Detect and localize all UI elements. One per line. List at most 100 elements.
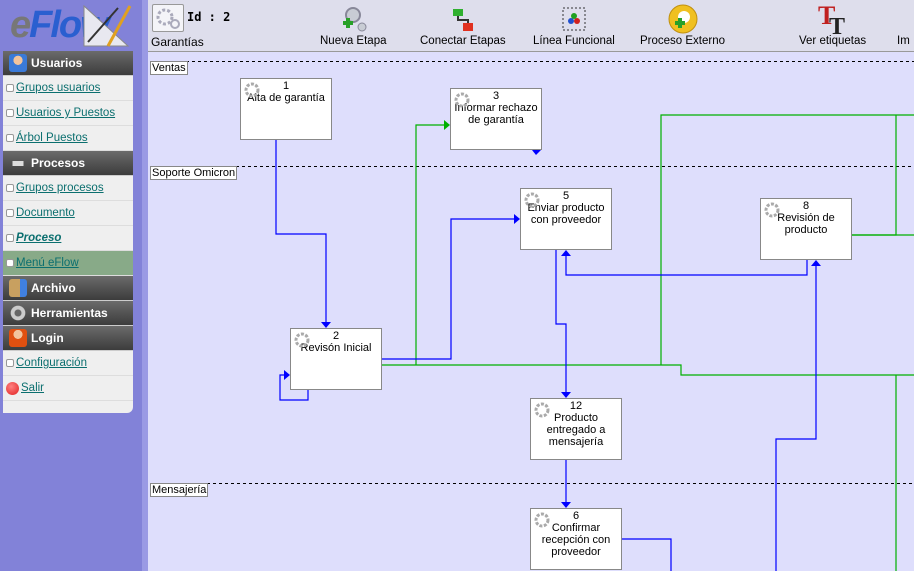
link[interactable]: Configuración bbox=[16, 357, 87, 369]
svg-text:T: T bbox=[829, 14, 845, 36]
connector bbox=[381, 364, 914, 376]
arrow-head bbox=[284, 370, 290, 380]
gear-icon[interactable] bbox=[532, 400, 552, 420]
toolbar-header: Id : 2 Garantías Nueva Etapa Conectar Et… bbox=[148, 0, 914, 52]
connector bbox=[555, 249, 567, 392]
gear-icon[interactable] bbox=[242, 80, 262, 100]
connector bbox=[775, 266, 817, 571]
link[interactable]: Proceso bbox=[16, 232, 62, 244]
menu-item-salir[interactable]: Salir bbox=[3, 376, 133, 401]
link[interactable]: Grupos procesos bbox=[16, 182, 104, 194]
arrow-head bbox=[514, 214, 520, 224]
connector bbox=[381, 218, 514, 360]
arrow-head bbox=[561, 502, 571, 508]
connector bbox=[415, 124, 444, 365]
menu-item-proceso[interactable]: Proceso bbox=[3, 226, 133, 251]
functional-line-button[interactable]: Línea Funcional bbox=[533, 3, 615, 47]
bullet-icon bbox=[6, 359, 14, 367]
connector bbox=[660, 114, 914, 365]
menu-header-login[interactable]: Login bbox=[3, 326, 133, 351]
gear-icon[interactable] bbox=[522, 190, 542, 210]
menu-item-grupos-usuarios[interactable]: Grupos usuarios bbox=[3, 76, 133, 101]
link[interactable]: Salir bbox=[21, 382, 45, 394]
process-gear-icon[interactable] bbox=[152, 4, 184, 32]
view-labels-icon: TT bbox=[818, 2, 845, 36]
link[interactable]: Documento bbox=[16, 207, 75, 219]
bullet-icon bbox=[6, 259, 14, 267]
alt-connectors bbox=[381, 114, 914, 571]
link[interactable]: Árbol Puestos bbox=[16, 132, 88, 144]
toolbar-item-truncated[interactable]: Im bbox=[897, 35, 910, 47]
arrow-head bbox=[561, 392, 571, 398]
menu-item-configuracion[interactable]: Configuración bbox=[3, 351, 133, 376]
gear-icon[interactable] bbox=[452, 90, 472, 110]
process-icon bbox=[9, 160, 27, 166]
bullet-icon bbox=[6, 234, 14, 242]
menu-item-grupos-procesos[interactable]: Grupos procesos bbox=[3, 176, 133, 201]
bullet-icon bbox=[6, 109, 14, 117]
menu-header-herramientas[interactable]: Herramientas bbox=[3, 301, 133, 326]
gear-icon[interactable] bbox=[762, 200, 782, 220]
menu-item-usuarios-puestos[interactable]: Usuarios y Puestos bbox=[3, 101, 133, 126]
process-name: Garantías bbox=[151, 35, 204, 49]
compass-icon bbox=[83, 4, 132, 47]
connector bbox=[851, 115, 897, 236]
archive-icon bbox=[9, 279, 27, 297]
new-stage-icon bbox=[343, 7, 367, 32]
gear-icon[interactable] bbox=[292, 330, 312, 350]
link[interactable]: Menú eFlow bbox=[16, 257, 79, 269]
menu-header-usuarios[interactable]: Usuarios bbox=[3, 51, 133, 76]
connectors bbox=[275, 139, 817, 571]
arrow-heads bbox=[284, 150, 821, 508]
side-menu: Usuarios Grupos usuarios Usuarios y Pues… bbox=[3, 51, 133, 413]
arrow-head bbox=[561, 250, 571, 256]
menu-item-menu-eflow[interactable]: Menú eFlow bbox=[3, 251, 133, 276]
arrow-head bbox=[321, 322, 331, 328]
arrow-head bbox=[444, 120, 450, 130]
lane-soporte-omicron: Soporte Omicron bbox=[150, 166, 238, 180]
gear-icon[interactable] bbox=[532, 510, 552, 530]
new-stage-button[interactable]: Nueva Etapa bbox=[320, 3, 387, 47]
menu-item-documento[interactable]: Documento bbox=[3, 201, 133, 226]
lane-ventas: Ventas bbox=[150, 61, 188, 75]
bullet-icon bbox=[6, 134, 14, 142]
process-id: Id : 2 bbox=[187, 10, 231, 24]
bullet-icon bbox=[6, 184, 14, 192]
connector bbox=[279, 374, 309, 401]
exit-icon bbox=[6, 381, 19, 395]
link[interactable]: Usuarios y Puestos bbox=[16, 107, 116, 119]
connect-stages-button[interactable]: Conectar Etapas bbox=[420, 3, 506, 47]
login-icon bbox=[9, 329, 27, 347]
sidebar: eFlow Usuarios Grupos usuarios Usuarios … bbox=[0, 0, 148, 571]
link[interactable]: Grupos usuarios bbox=[16, 82, 101, 94]
tools-icon bbox=[9, 304, 27, 322]
menu-header-procesos[interactable]: Procesos bbox=[3, 151, 133, 176]
menu-item-arbol-puestos[interactable]: Árbol Puestos bbox=[3, 126, 133, 151]
menu-header-archivo[interactable]: Archivo bbox=[3, 276, 133, 301]
eflow-logo: eFlow bbox=[8, 2, 133, 48]
connector bbox=[275, 139, 327, 322]
bullet-icon bbox=[6, 209, 14, 217]
lane-dividers bbox=[186, 61, 914, 484]
connector bbox=[565, 256, 808, 276]
user-icon bbox=[9, 54, 27, 72]
functional-line-icon bbox=[562, 7, 586, 31]
connect-stages-icon bbox=[452, 9, 473, 31]
lane-mensajeria: Mensajería bbox=[150, 483, 209, 497]
bullet-icon bbox=[6, 84, 14, 92]
svg-text:T: T bbox=[818, 2, 835, 30]
external-process-button[interactable]: Proceso Externo bbox=[640, 3, 725, 47]
arrow-head bbox=[532, 150, 541, 155]
arrow-head bbox=[811, 260, 821, 266]
connector bbox=[621, 538, 672, 571]
external-process-icon bbox=[668, 4, 697, 34]
